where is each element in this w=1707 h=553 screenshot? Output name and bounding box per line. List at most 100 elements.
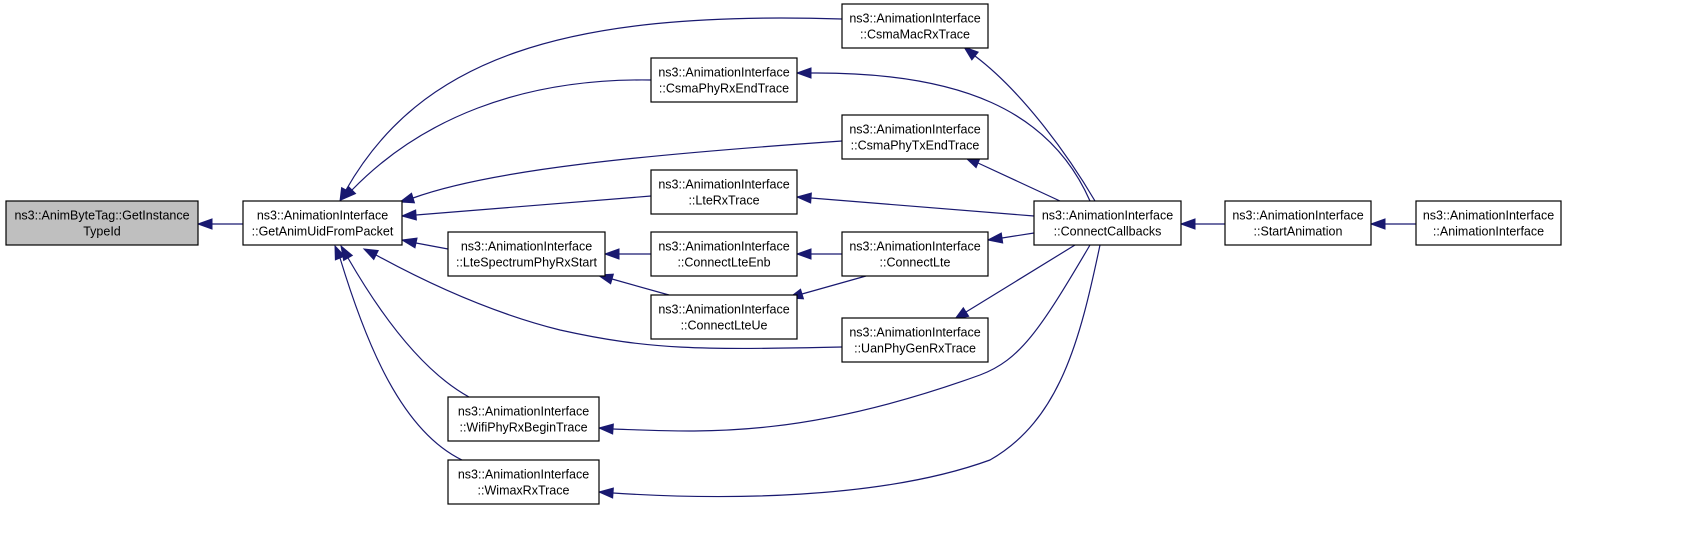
edge-line: [810, 197, 1035, 217]
node-method-label: ::AnimationInterface: [1433, 225, 1544, 239]
arrowhead-icon: [962, 46, 980, 61]
node-box: [447, 396, 600, 442]
arrowhead-icon: [795, 192, 812, 204]
arrowhead-icon: [340, 244, 354, 262]
call-edge: [362, 248, 843, 350]
call-edge: [398, 140, 843, 204]
node-box: [650, 231, 798, 277]
node-method-label: ::UanPhyGenRxTrace: [854, 342, 976, 356]
function-node[interactable]: ns3::AnimationInterface::CsmaMacRxTrace: [841, 3, 989, 49]
edge-line: [339, 257, 463, 461]
node-method-label: ::WimaxRxTrace: [478, 484, 570, 498]
node-box: [841, 231, 989, 277]
call-edge: [339, 17, 843, 203]
node-method-label: ::ConnectLte: [880, 256, 951, 270]
node-namespace-label: ns3::AnimationInterface: [849, 240, 980, 254]
node-box: [841, 114, 989, 160]
arrowhead-icon: [196, 218, 213, 230]
function-node[interactable]: ns3::AnimationInterface::ConnectCallback…: [1033, 200, 1182, 246]
call-edge: [400, 195, 652, 221]
node-namespace-label: ns3::AnimationInterface: [257, 209, 388, 223]
function-node[interactable]: ns3::AnimationInterface::GetAnimUidFromP…: [242, 200, 403, 246]
call-edge: [597, 244, 1101, 499]
call-edge: [795, 248, 842, 260]
node-method-label: ::CsmaPhyTxEndTrace: [851, 139, 980, 153]
function-node[interactable]: ns3::AnimationInterface::CsmaPhyTxEndTra…: [841, 114, 989, 160]
arrowhead-icon: [398, 192, 416, 204]
node-namespace-label: ns3::AnimationInterface: [658, 66, 789, 80]
edge-line: [965, 244, 1076, 313]
function-node[interactable]: ns3::AnimationInterface::ConnectLteUe: [650, 294, 798, 340]
arrowhead-icon: [795, 248, 812, 260]
call-edge: [795, 192, 1035, 217]
edge-line: [611, 278, 670, 296]
edge-line: [412, 140, 843, 199]
arrowhead-icon: [334, 244, 346, 261]
edge-line: [351, 79, 652, 191]
call-edge: [196, 218, 243, 230]
node-namespace-label: ns3::AnimationInterface: [849, 12, 980, 26]
function-node[interactable]: ns3::AnimationInterface::LteSpectrumPhyR…: [447, 231, 606, 277]
function-node[interactable]: ns3::AnimationInterface::LteRxTrace: [650, 169, 798, 215]
node-box: [650, 294, 798, 340]
call-edge: [596, 273, 670, 296]
node-box: [841, 3, 989, 49]
function-node[interactable]: ns3::AnimationInterface::AnimationInterf…: [1415, 200, 1562, 246]
function-node[interactable]: ns3::AnimationInterface::ConnectLte: [841, 231, 989, 277]
function-node[interactable]: ns3::AnimationInterface::ConnectLteEnb: [650, 231, 798, 277]
node-box: [1033, 200, 1182, 246]
call-edge: [795, 67, 1091, 202]
edge-line: [375, 254, 843, 350]
function-node[interactable]: ns3::AnimationInterface::StartAnimation: [1224, 200, 1372, 246]
call-edge: [1179, 218, 1225, 230]
function-node[interactable]: ns3::AnimationInterface::WimaxRxTrace: [447, 459, 600, 505]
node-namespace-label: ns3::AnimationInterface: [1423, 209, 1554, 223]
node-namespace-label: ns3::AnimationInterface: [1042, 209, 1173, 223]
call-edge: [342, 79, 652, 200]
edge-line: [810, 72, 1091, 202]
node-namespace-label: ns3::AnimationInterface: [458, 468, 589, 482]
call-edge: [964, 157, 1061, 202]
node-method-label: ::ConnectLteUe: [681, 319, 768, 333]
node-method-label: ::StartAnimation: [1254, 225, 1343, 239]
node-method-label: ::LteSpectrumPhyRxStart: [456, 256, 598, 270]
call-edge: [787, 275, 867, 300]
arrowhead-icon: [953, 306, 970, 320]
edge-line: [345, 17, 843, 191]
call-edge: [334, 244, 463, 461]
edge-line: [415, 195, 652, 216]
function-node[interactable]: ns3::AnimationInterface::CsmaPhyRxEndTra…: [650, 57, 798, 103]
node-box: [5, 200, 199, 246]
node-namespace-label: ns3::AnimationInterface: [658, 240, 789, 254]
node-box: [650, 169, 798, 215]
node-namespace-label: ns3::AnimByteTag::GetInstance: [14, 209, 189, 223]
edge-line: [612, 244, 1091, 432]
node-namespace-label: ns3::AnimationInterface: [658, 303, 789, 317]
node-method-label: TypeId: [83, 225, 121, 239]
edge-line: [347, 257, 470, 398]
node-namespace-label: ns3::AnimationInterface: [1232, 209, 1363, 223]
node-method-label: ::LteRxTrace: [688, 194, 759, 208]
node-method-label: ::ConnectLteEnb: [677, 256, 770, 270]
function-node[interactable]: ns3::AnimationInterface::UanPhyGenRxTrac…: [841, 317, 989, 363]
call-edge: [400, 237, 449, 250]
arrowhead-icon: [795, 67, 812, 79]
call-edge: [1369, 218, 1416, 230]
arrowhead-icon: [362, 248, 380, 261]
arrowhead-icon: [1369, 218, 1386, 230]
call-edge: [603, 248, 651, 260]
edge-line: [801, 275, 867, 295]
arrowhead-icon: [400, 209, 417, 221]
call-edge: [986, 232, 1035, 244]
call-edge: [597, 244, 1091, 435]
call-edge: [962, 46, 1096, 202]
node-method-label: ::ConnectCallbacks: [1054, 225, 1162, 239]
function-node[interactable]: ns3::AnimationInterface::WifiPhyRxBeginT…: [447, 396, 600, 442]
nodes-layer: ns3::AnimByteTag::GetInstanceTypeIdns3::…: [5, 3, 1562, 505]
node-box: [1224, 200, 1372, 246]
arrowhead-icon: [603, 248, 620, 260]
node-namespace-label: ns3::AnimationInterface: [458, 405, 589, 419]
arrowhead-icon: [1179, 218, 1196, 230]
